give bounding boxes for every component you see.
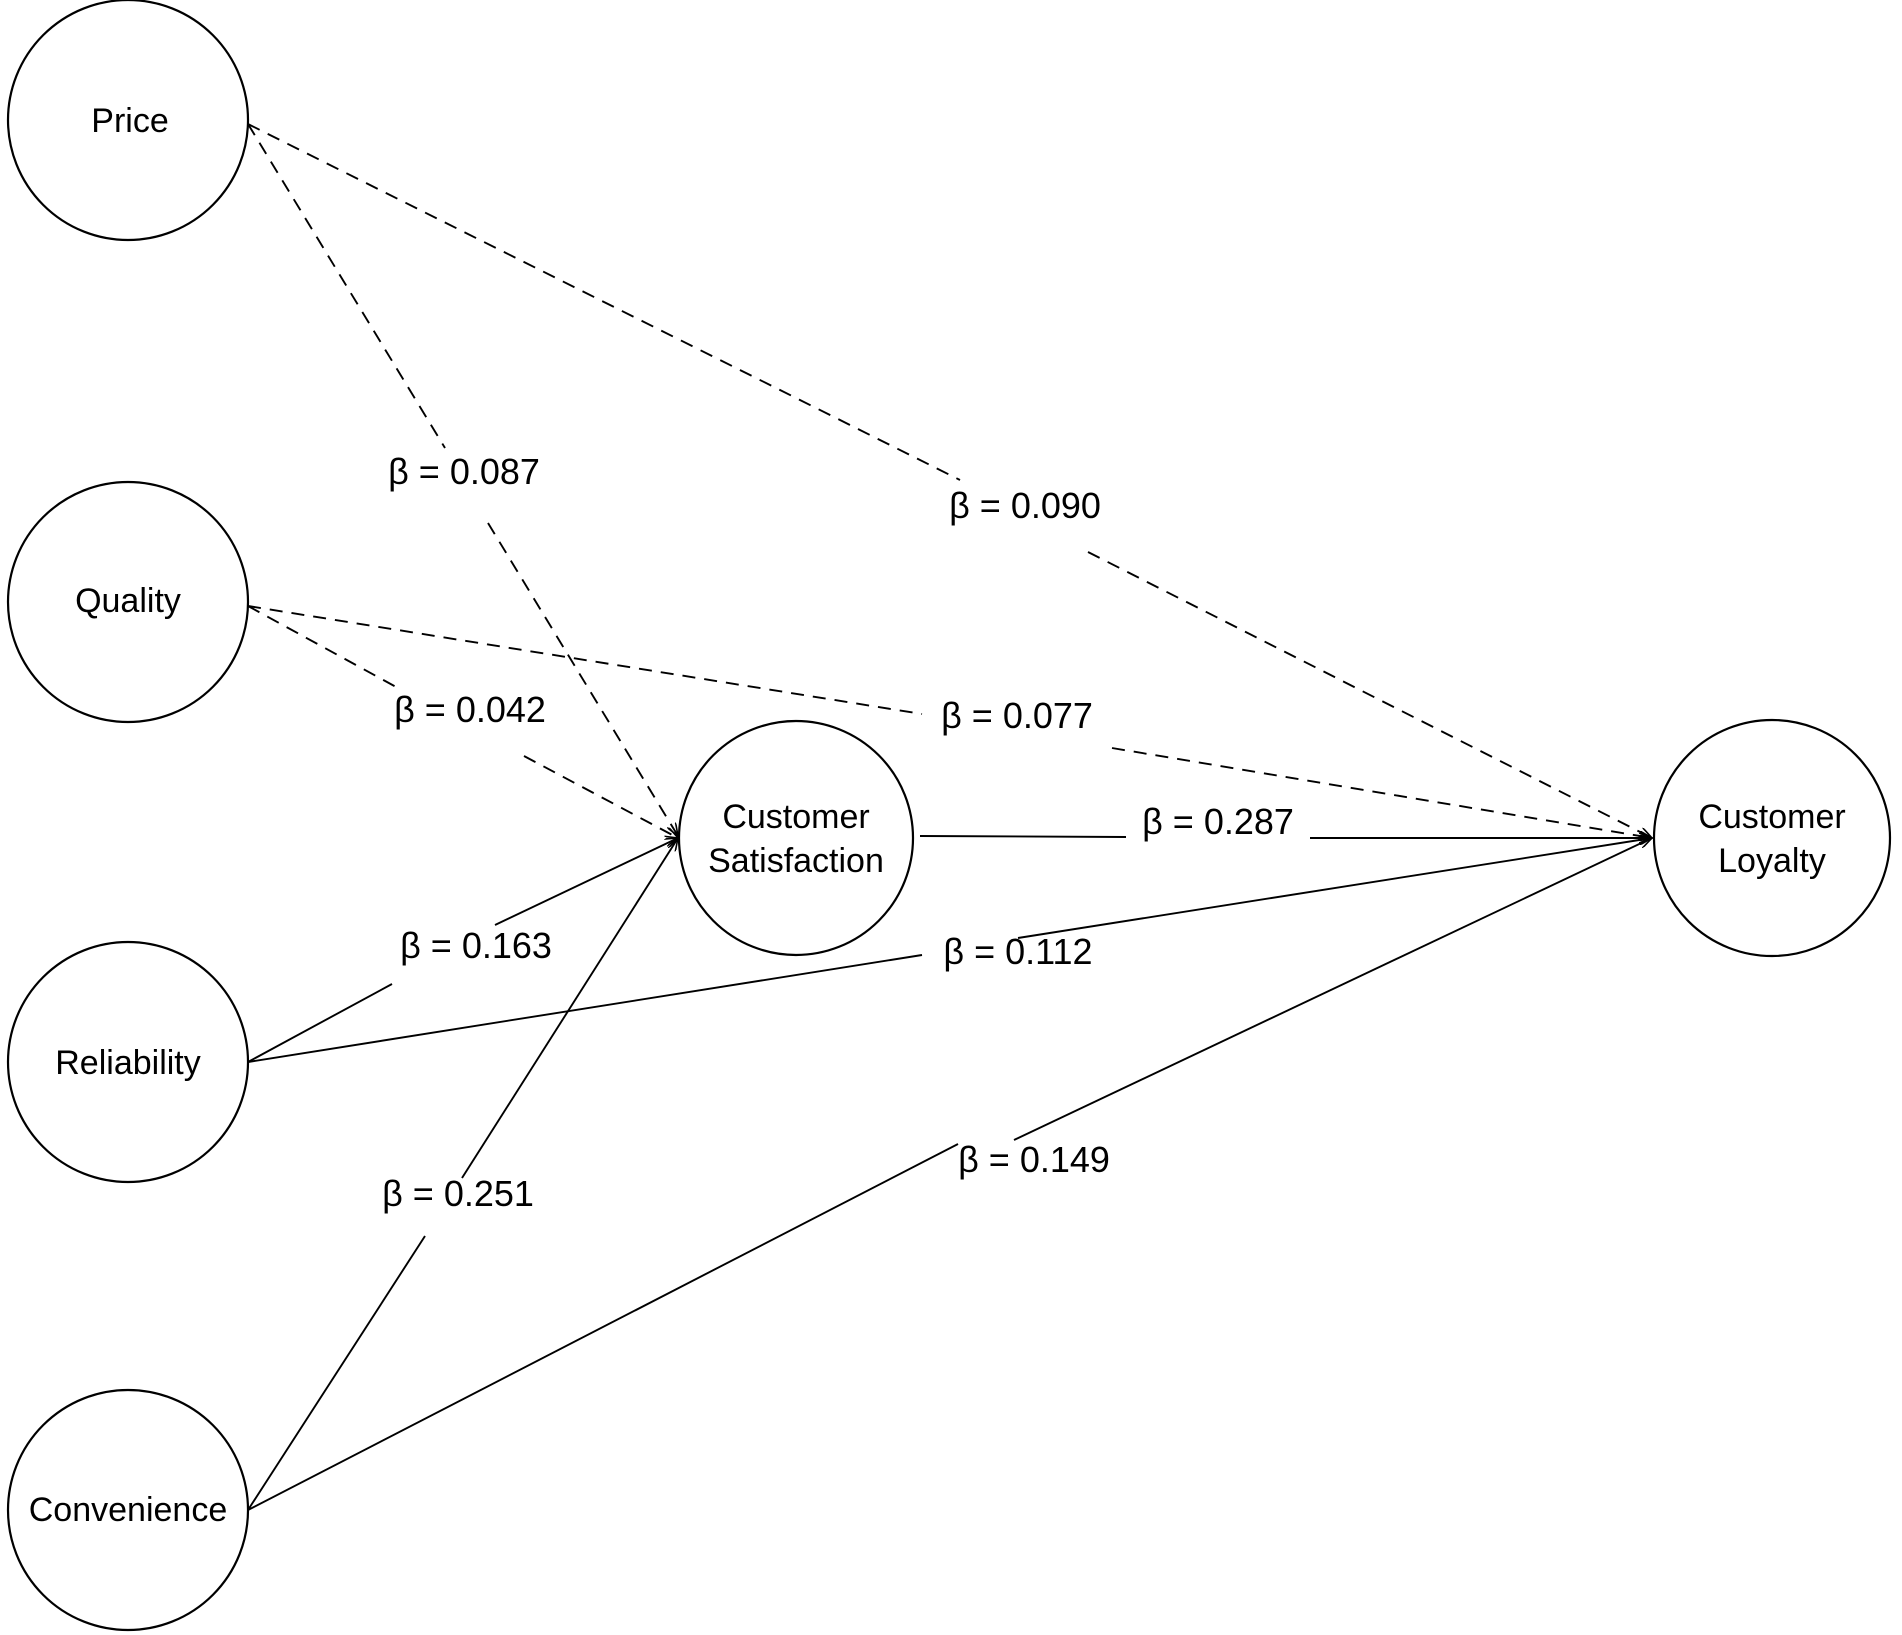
node-label: Reliability [55,1044,201,1082]
node-customer-satisfaction: Customer Satisfaction [677,719,915,957]
node-label-line2: Satisfaction [708,842,884,880]
edge-label-reliability-loyalty: β = 0.112 [943,931,1092,972]
edge-satisfaction-loyalty-seg1 [919,835,1127,838]
edge-reliability-loyalty-seg2 [1017,838,1652,939]
edge-convenience-loyalty-seg1 [247,1143,959,1511]
node-label-line1: Customer [722,798,869,836]
edges [247,123,1652,1511]
node-label: Quality [75,582,181,620]
edge-label-quality-loyalty: β = 0.077 [941,695,1093,736]
node-reliability: Reliability [6,940,250,1184]
edge-quality-loyalty-seg2 [1111,747,1652,838]
edge-convenience-loyalty-seg2 [1013,838,1652,1141]
edge-quality-satisfaction-seg2 [523,755,678,838]
edge-label-convenience-satisfaction: β = 0.251 [382,1173,534,1214]
edge-price-satisfaction-seg1 [247,123,446,449]
edge-label-reliability-satisfaction: β = 0.163 [400,925,552,966]
edge-label-satisfaction-loyalty: β = 0.287 [1142,801,1294,842]
node-label-line2: Loyalty [1718,842,1826,880]
edge-quality-loyalty-seg1 [247,605,923,715]
edge-labels: β = 0.087 β = 0.090 β = 0.042 β = 0.077 … [382,451,1294,1214]
edge-reliability-loyalty-seg1 [247,954,923,1063]
edge-label-convenience-loyalty: β = 0.149 [958,1139,1110,1180]
edge-reliability-satisfaction-seg1 [247,983,393,1063]
node-label: Price [91,102,168,140]
edge-price-satisfaction-seg2 [487,522,678,836]
edge-quality-satisfaction-seg1 [247,605,399,689]
node-convenience: Convenience [6,1388,250,1632]
node-quality: Quality [6,480,250,724]
edge-convenience-satisfaction-seg1 [247,1235,426,1511]
node-label-line1: Customer [1698,798,1845,836]
node-label: Convenience [29,1491,227,1529]
edge-label-quality-satisfaction: β = 0.042 [394,689,546,730]
edge-convenience-satisfaction-seg2 [461,838,678,1179]
edge-reliability-satisfaction-seg2 [494,838,678,926]
node-price: Price [6,0,250,242]
edge-price-loyalty-seg2 [1087,551,1652,838]
edge-label-price-satisfaction: β = 0.087 [388,451,540,492]
edge-price-loyalty-seg1 [247,123,961,481]
node-customer-loyalty: Customer Loyalty [1652,718,1892,958]
edge-label-price-loyalty: β = 0.090 [949,485,1101,526]
